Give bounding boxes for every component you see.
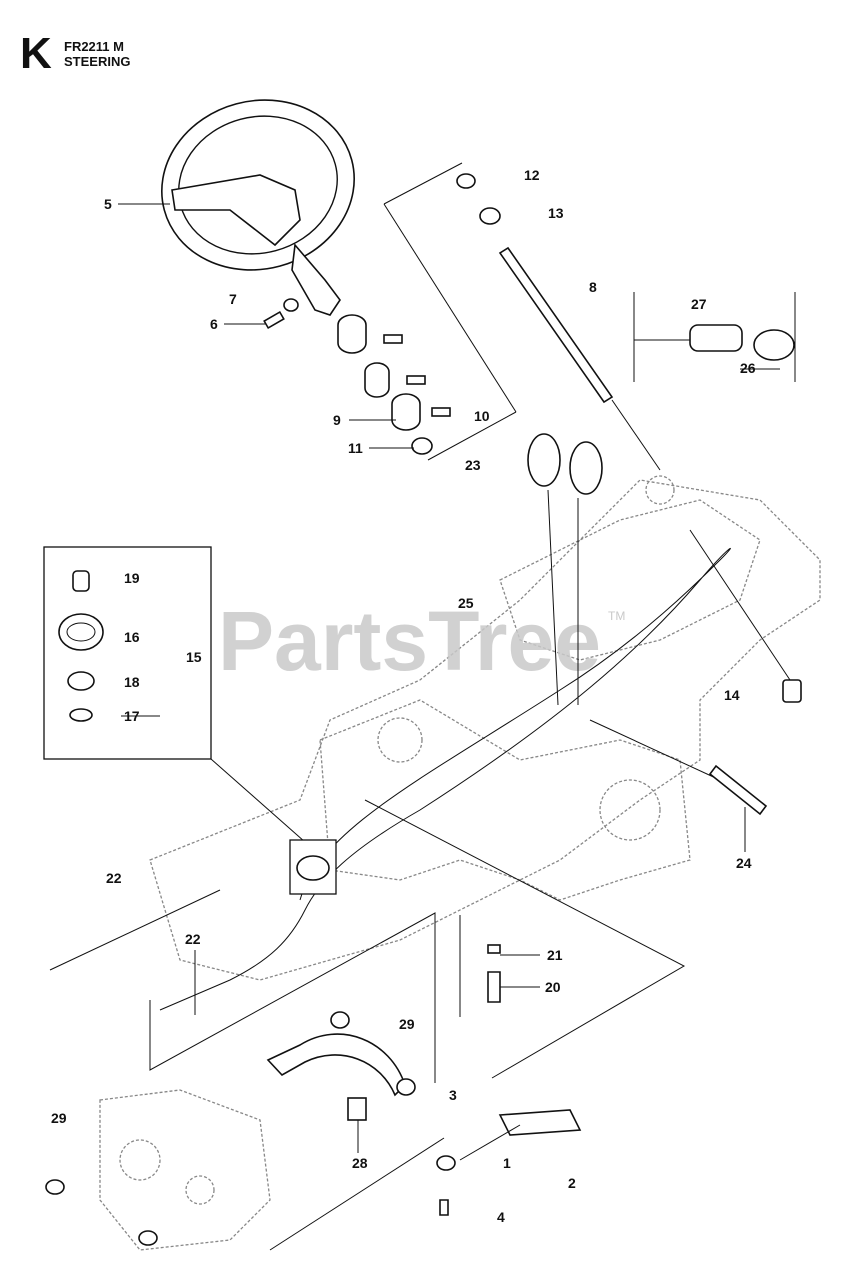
callout-9: 9 (333, 412, 341, 428)
callout-27: 27 (691, 296, 707, 312)
callout-8: 8 (589, 279, 597, 295)
steering-wheel (161, 99, 355, 316)
callout-20: 20 (545, 979, 561, 995)
steering-rod-assembly (383, 162, 661, 471)
callout-16: 16 (124, 629, 140, 645)
steering-segment-bracket (266, 1011, 416, 1121)
callout-25: 25 (458, 595, 474, 611)
leader-lines (118, 203, 780, 1153)
tie-rod-hardware (45, 1109, 582, 1251)
inset-pulley-kit (43, 546, 306, 843)
callout-11: 11 (348, 440, 363, 456)
lower-assembly-lines (149, 799, 686, 1083)
callout-2: 2 (568, 1175, 576, 1191)
callout-22b: 22 (185, 931, 201, 947)
callout-24: 24 (736, 855, 752, 871)
callout-labels: 5 7 6 12 13 8 27 26 9 10 11 23 19 16 15 … (51, 167, 756, 1225)
steering-column-parts (263, 298, 451, 455)
model-number: FR2211 M (64, 39, 124, 54)
chassis-frame-drawing (99, 475, 821, 1251)
callout-23: 23 (465, 457, 481, 473)
callout-3: 3 (449, 1087, 457, 1103)
callout-29a: 29 (399, 1016, 415, 1032)
callout-28: 28 (352, 1155, 368, 1171)
steering-cable (49, 547, 731, 1011)
callout-12: 12 (524, 167, 540, 183)
callout-21: 21 (547, 947, 563, 963)
callout-22a: 22 (106, 870, 122, 886)
idler-pulley (296, 855, 330, 881)
watermark-text: PartsTree (218, 594, 601, 688)
callout-19: 19 (124, 570, 140, 586)
callout-14: 14 (724, 687, 740, 703)
callout-18: 18 (124, 674, 140, 690)
callout-5: 5 (104, 196, 112, 212)
section-letter: K (20, 29, 52, 78)
inset-bracket-detail (633, 292, 796, 382)
callout-7: 7 (229, 291, 237, 307)
watermark-tm: TM (608, 609, 625, 623)
callout-15: 15 (186, 649, 202, 665)
pins-and-bolts (589, 529, 802, 816)
callout-17: 17 (124, 708, 140, 724)
callout-4: 4 (497, 1209, 505, 1225)
callout-26: 26 (740, 360, 756, 376)
callout-13: 13 (548, 205, 564, 221)
diagram-title: STEERING (64, 54, 131, 69)
callout-6: 6 (210, 316, 218, 332)
callout-1: 1 (503, 1155, 511, 1171)
pulley-pair (527, 433, 603, 706)
callout-29b: 29 (51, 1110, 67, 1126)
callout-10: 10 (474, 408, 490, 424)
